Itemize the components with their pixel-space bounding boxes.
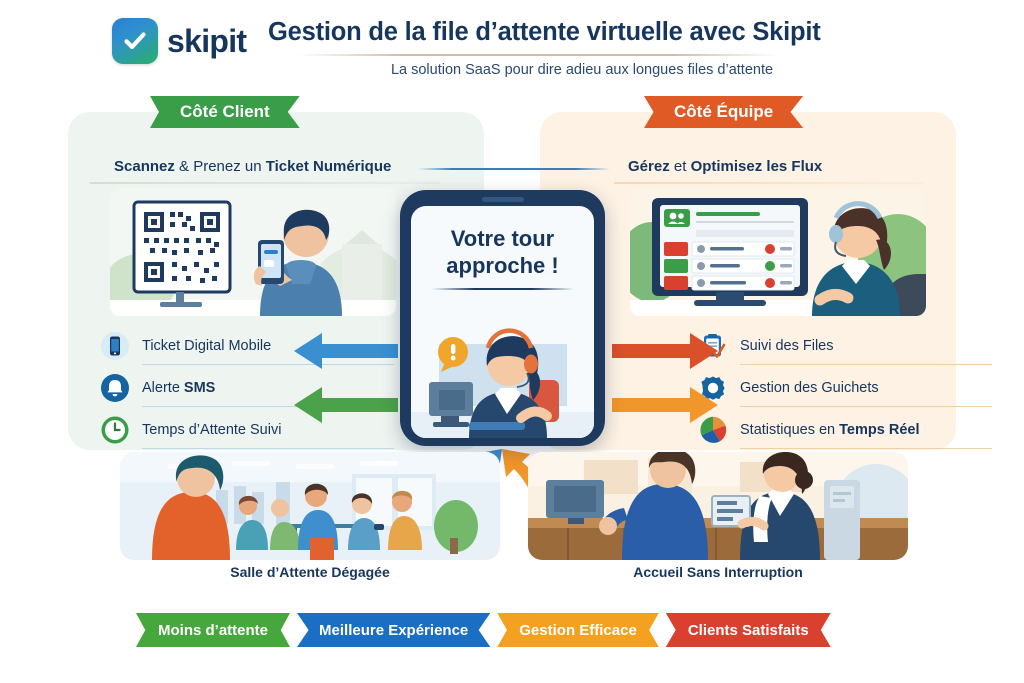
footer-banner-row: Moins d’attente Meilleure Expérience Ges… — [136, 613, 831, 647]
agent-dashboard-scene — [630, 188, 926, 316]
bottom-caption-waiting-room: Salle d’Attente Dégagée — [230, 564, 390, 580]
agent-headset-illustration — [411, 308, 594, 438]
feature-label: Ticket Digital Mobile — [142, 338, 271, 354]
heading-part-bold: Ticket Numérique — [265, 158, 392, 175]
clock-icon — [100, 415, 130, 445]
feature-underline — [142, 448, 394, 449]
feature-label: Gestion des Guichets — [740, 380, 879, 396]
feature-temps-attente-suivi[interactable]: Temps d’Attente Suivi — [100, 410, 400, 450]
mobile-phone-icon — [100, 331, 130, 361]
heading-part-1: Gérez — [628, 158, 670, 175]
brand-wordmark: skipit — [167, 22, 247, 59]
gear-icon — [698, 373, 728, 403]
bottom-scene-reception: Accueil Sans Interruption — [528, 452, 908, 592]
feature-underline — [740, 364, 992, 365]
label-plain: Temps d’Attente Suivi — [142, 422, 282, 438]
feature-label: Suivi des Files — [740, 338, 833, 354]
feature-label: Alerte SMS — [142, 380, 215, 396]
qr-scan-scene — [110, 188, 396, 316]
feature-underline — [142, 406, 394, 407]
ribbon-cote-client: Côté Client — [150, 96, 300, 128]
bell-alert-icon — [100, 373, 130, 403]
panel-heading-client: Scannez & Prenez un Ticket Numérique — [114, 158, 391, 175]
feature-alerte-sms[interactable]: Alerte SMS — [100, 368, 400, 408]
panel-heading-underline-equipe — [614, 182, 924, 184]
ribbon-cote-equipe: Côté Équipe — [644, 96, 804, 128]
title-block: Gestion de la file d’attente virtuelle a… — [268, 18, 888, 78]
phone-speaker-notch — [481, 197, 524, 202]
label-plain: Gestion des Guichets — [740, 380, 879, 396]
phone-message-line-2: approche ! — [446, 252, 559, 278]
feature-list-client: Ticket Digital Mobile Alerte SMS — [100, 326, 400, 450]
brand-logo[interactable]: skipit — [112, 18, 247, 64]
waiting-room-scene — [120, 452, 500, 560]
heading-part-bold: Optimisez les Flux — [690, 158, 823, 175]
feature-label: Temps d’Attente Suivi — [142, 422, 281, 438]
heading-part-amp: & — [174, 158, 194, 175]
phone-screen: Votre tour approche ! — [411, 206, 594, 438]
clipboard-check-icon — [698, 331, 728, 361]
feature-gestion-des-guichets[interactable]: Gestion des Guichets — [698, 368, 998, 408]
label-plain: Suivi des Files — [740, 338, 834, 354]
heading-part-2: Prenez un — [193, 158, 266, 175]
feature-list-equipe: Suivi des Files Gestion des Guichets — [698, 326, 998, 450]
bottom-scene-waiting-room: Salle d’Attente Dégagée — [120, 452, 500, 592]
feature-underline — [142, 364, 394, 365]
feature-ticket-digital-mobile[interactable]: Ticket Digital Mobile — [100, 326, 400, 366]
footer-banner-gestion-efficace[interactable]: Gestion Efficace — [497, 613, 659, 647]
label-plain: Statistiques en — [740, 422, 840, 438]
panel-heading-underline-client — [90, 182, 440, 184]
label-bold: SMS — [183, 380, 216, 396]
check-badge-icon — [112, 18, 158, 64]
feature-label: Statistiques en Temps Réel — [740, 422, 919, 438]
feature-underline — [740, 406, 992, 407]
panel-heading-equipe: Gérez et Optimisez les Flux — [628, 158, 822, 175]
heading-part-amp: et — [669, 158, 691, 175]
label-bold: Temps Réel — [839, 422, 920, 438]
phone-message-line-1: Votre tour — [450, 226, 555, 251]
phone-notification-message: Votre tour approche ! — [411, 206, 594, 291]
footer-banner-clients-satisfaits[interactable]: Clients Satisfaits — [665, 613, 831, 647]
heading-part-1: Scannez — [114, 158, 175, 175]
footer-banner-meilleure-experience[interactable]: Meilleure Expérience — [297, 613, 491, 647]
reception-desk-scene — [528, 452, 908, 560]
panel-connector-line — [418, 168, 610, 170]
page-title: Gestion de la file d’attente virtuelle a… — [268, 18, 821, 46]
bottom-caption-reception: Accueil Sans Interruption — [633, 564, 803, 580]
label-plain: Ticket Digital Mobile — [142, 338, 272, 354]
footer-banner-moins-attente[interactable]: Moins d’attente — [136, 613, 291, 647]
title-divider — [298, 54, 778, 57]
phone-message-divider — [431, 287, 574, 291]
pie-chart-icon — [698, 415, 728, 445]
feature-statistiques-temps-reel[interactable]: Statistiques en Temps Réel — [698, 410, 998, 450]
header: skipit Gestion de la file d’attente virt… — [0, 0, 1024, 96]
feature-suivi-des-files[interactable]: Suivi des Files — [698, 326, 998, 366]
page-subtitle: La solution SaaS pour dire adieu aux lon… — [390, 62, 774, 79]
central-phone-mockup: Votre tour approche ! — [400, 190, 605, 446]
label-plain: Alerte — [142, 380, 184, 396]
feature-underline — [740, 448, 992, 449]
